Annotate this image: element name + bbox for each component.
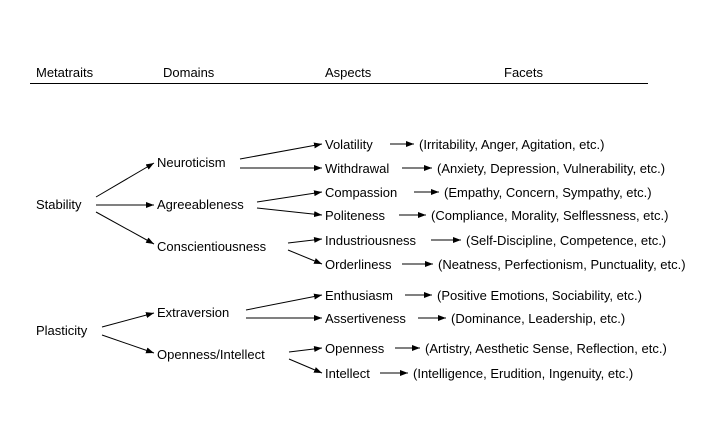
facets-volatility: (Irritability, Anger, Agitation, etc.) <box>419 137 605 152</box>
header-aspects: Aspects <box>325 65 372 80</box>
arrow-plasticity-openness-intellect <box>101 334 155 354</box>
aspect-assertiveness: Assertiveness <box>325 311 406 326</box>
facets-withdrawal: (Anxiety, Depression, Vulnerability, etc… <box>437 161 666 176</box>
header-metatraits: Metatraits <box>36 65 94 80</box>
arrow-plasticity-extraversion <box>101 312 155 328</box>
arrow-agreeableness-compassion <box>256 190 323 203</box>
aspect-intellect: Intellect <box>325 366 370 381</box>
aspect-compassion: Compassion <box>325 185 398 200</box>
domain-conscientiousness: Conscientiousness <box>157 239 267 254</box>
facets-openness: (Artistry, Aesthetic Sense, Reflection, … <box>425 341 667 356</box>
domain-agreeableness: Agreeableness <box>157 197 244 212</box>
domain-extraversion: Extraversion <box>157 305 230 320</box>
aspect-openness: Openness <box>325 341 385 356</box>
facets-compassion: (Empathy, Concern, Sympathy, etc.) <box>444 185 652 200</box>
metatrait-stability: Stability <box>36 197 82 212</box>
arrow-stability-conscientiousness <box>95 211 155 245</box>
aspect-volatility: Volatility <box>325 137 373 152</box>
header-facets: Facets <box>504 65 544 80</box>
aspect-industriousness: Industriousness <box>325 233 417 248</box>
facets-orderliness: (Neatness, Perfectionism, Punctuality, e… <box>438 257 686 272</box>
facets-assertiveness: (Dominance, Leadership, etc.) <box>451 311 626 326</box>
metatrait-plasticity: Plasticity <box>36 323 88 338</box>
facets-industriousness: (Self-Discipline, Competence, etc.) <box>466 233 667 248</box>
aspect-withdrawal: Withdrawal <box>325 161 390 176</box>
arrow-extraversion-enthusiasm <box>245 293 323 311</box>
facets-enthusiasm: (Positive Emotions, Sociability, etc.) <box>437 288 642 303</box>
arrow-openness-intellect-intellect <box>288 358 323 374</box>
aspect-orderliness: Orderliness <box>325 257 392 272</box>
domain-neuroticism: Neuroticism <box>157 155 226 170</box>
facets-politeness: (Compliance, Morality, Selflessness, etc… <box>431 208 669 223</box>
facets-intellect: (Intelligence, Erudition, Ingenuity, etc… <box>413 366 634 381</box>
header-domains: Domains <box>163 65 215 80</box>
arrow-stability-neuroticism <box>95 162 155 198</box>
arrow-openness-intellect-openness <box>288 345 323 353</box>
arrow-conscientiousness-orderliness <box>287 249 323 265</box>
domain-openness-intellect: Openness/Intellect <box>157 347 265 362</box>
aspect-politeness: Politeness <box>325 208 385 223</box>
aspect-enthusiasm: Enthusiasm <box>325 288 393 303</box>
arrow-conscientiousness-industriousness <box>287 236 323 244</box>
arrow-neuroticism-volatility <box>239 142 323 160</box>
header-divider <box>30 83 648 84</box>
arrow-agreeableness-politeness <box>256 207 323 218</box>
